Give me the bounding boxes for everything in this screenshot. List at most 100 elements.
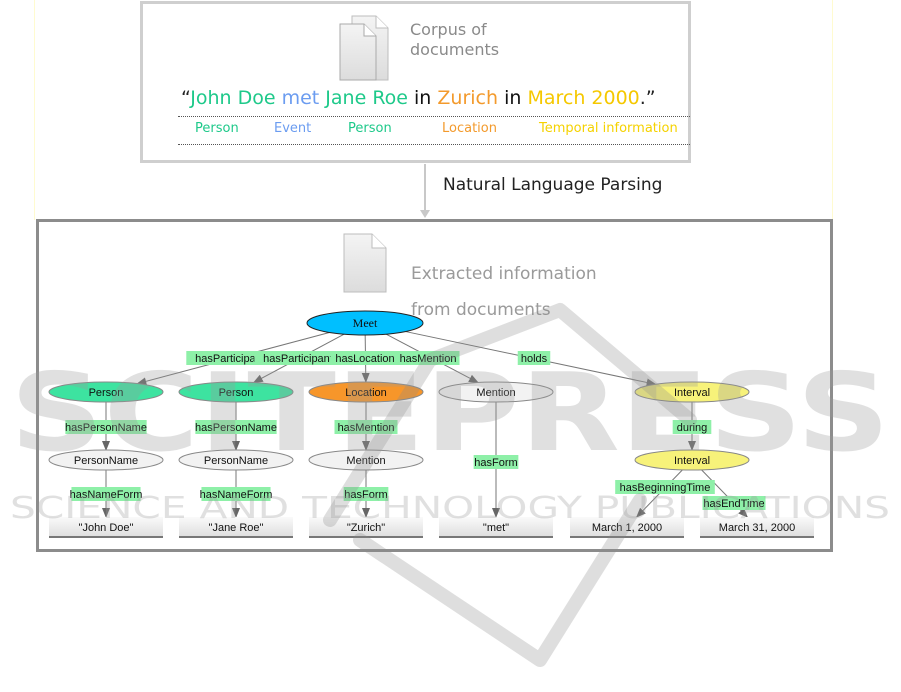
edge-label-bg (396, 351, 460, 365)
node-person1: Person (48, 381, 164, 403)
sentence-segment: met (275, 87, 326, 109)
entity-tag: Person (195, 121, 239, 136)
edge-label-text: hasParticipant (263, 353, 333, 365)
node-location: Location (308, 381, 424, 403)
node-label: PersonName (204, 455, 268, 467)
entity-tag: Location (442, 121, 497, 136)
edge-label: holds (517, 351, 551, 365)
edge-label: hasParticipant (254, 351, 342, 365)
node-shape (570, 517, 684, 537)
edge-label: hasParticipant (186, 351, 274, 365)
edge-label-text: hasBeginningTime (620, 482, 711, 494)
tag-rule-bottom (178, 144, 690, 145)
node-label: Interval (674, 455, 710, 467)
extracted-label-line1: Extracted information (411, 264, 597, 284)
node-label: "Jane Roe" (209, 522, 264, 534)
node-mention_top: Mention (438, 381, 554, 403)
edge-label-text: holds (521, 353, 548, 365)
node-shape (306, 310, 424, 336)
edge-label-bg (702, 496, 766, 510)
node-shape (438, 381, 554, 403)
edge-label: during (672, 420, 712, 434)
node-shape (48, 381, 164, 403)
edge-label: hasForm (343, 487, 389, 501)
edge-label-bg (672, 420, 712, 434)
edge-label-bg (517, 351, 551, 365)
node-lit_zurich: "Zurich" (309, 517, 423, 538)
sentence-segment: in (498, 87, 528, 109)
extracted-label-line2: from documents (411, 300, 551, 320)
sentence-segment: March 2000 (527, 87, 640, 109)
edge-label-text: hasForm (344, 489, 387, 501)
edge-label-text: during (677, 422, 708, 434)
edge-label-text: hasMention (338, 422, 395, 434)
node-lit_begin: March 1, 2000 (570, 517, 684, 538)
node-label: Mention (346, 455, 385, 467)
edge-label: hasBeginningTime (615, 480, 715, 494)
node-shape (634, 381, 750, 403)
edge-label-bg (195, 420, 277, 434)
node-interval1: Interval (634, 381, 750, 403)
edge-label: hasNameForm (70, 487, 142, 501)
process-arrow (424, 164, 426, 216)
sentence-segment: in (407, 87, 438, 109)
edge-label-bg (201, 487, 271, 501)
edge-label-text: hasPersonName (195, 422, 277, 434)
documents-stack-icon (339, 15, 389, 81)
entity-tag: Person (348, 121, 392, 136)
sentence-segment: Zurich (437, 87, 499, 109)
edge-label: hasMention (334, 420, 398, 434)
node-shape (179, 517, 293, 537)
edge-label-text: hasParticipant (195, 353, 265, 365)
edge-label-bg (343, 487, 389, 501)
entity-tag: Event (274, 121, 312, 136)
node-shape (634, 449, 750, 471)
node-shape (308, 381, 424, 403)
sentence-segment: Jane Roe (325, 87, 408, 109)
sentence-segment: “ (181, 87, 191, 109)
edge-label-bg (334, 420, 398, 434)
edge-label-bg (65, 420, 147, 434)
node-label: Location (345, 387, 387, 399)
edge-label: hasForm (473, 455, 519, 469)
edge-label: hasPersonName (195, 420, 277, 434)
edge-label: hasPersonName (65, 420, 147, 434)
node-shape (309, 517, 423, 537)
node-label: "Zurich" (347, 522, 385, 534)
node-shape (178, 381, 294, 403)
corpus-label-line2: documents (410, 40, 500, 59)
edge-label-bg (473, 455, 519, 469)
edge-label-text: hasEndTime (703, 498, 764, 510)
node-label: March 31, 2000 (719, 522, 795, 534)
node-label: Person (89, 387, 124, 399)
edge-label-bg (254, 351, 342, 365)
edge-label: hasEndTime (702, 496, 766, 510)
node-personname2: PersonName (178, 449, 294, 471)
page-guide-right (832, 0, 833, 220)
node-shape (308, 449, 424, 471)
sentence-segment: .” (639, 87, 656, 109)
tag-rule-top (178, 116, 690, 117)
sentence-segment: John Doe (190, 87, 276, 109)
node-mention_loc: Mention (308, 449, 424, 471)
node-label: Person (219, 387, 254, 399)
node-person2: Person (178, 381, 294, 403)
node-label: Interval (674, 387, 710, 399)
node-lit_jane: "Jane Roe" (179, 517, 293, 538)
process-arrow-head (420, 210, 430, 218)
edge-label: hasLocation (330, 351, 400, 365)
edge-label-text: hasForm (474, 457, 517, 469)
document-icon (343, 233, 387, 293)
node-personname1: PersonName (48, 449, 164, 471)
node-shape (700, 517, 814, 537)
edge-label-text: hasPersonName (65, 422, 147, 434)
node-interval2: Interval (634, 449, 750, 471)
edge-label-bg (330, 351, 400, 365)
node-shape (48, 449, 164, 471)
node-lit_john: "John Doe" (49, 517, 163, 538)
corpus-panel (140, 1, 691, 163)
example-sentence: “John Doe met Jane Roe in Zurich in Marc… (181, 87, 656, 109)
edge-label-bg (615, 480, 715, 494)
extracted-label: Extracted information from documents (411, 256, 597, 328)
